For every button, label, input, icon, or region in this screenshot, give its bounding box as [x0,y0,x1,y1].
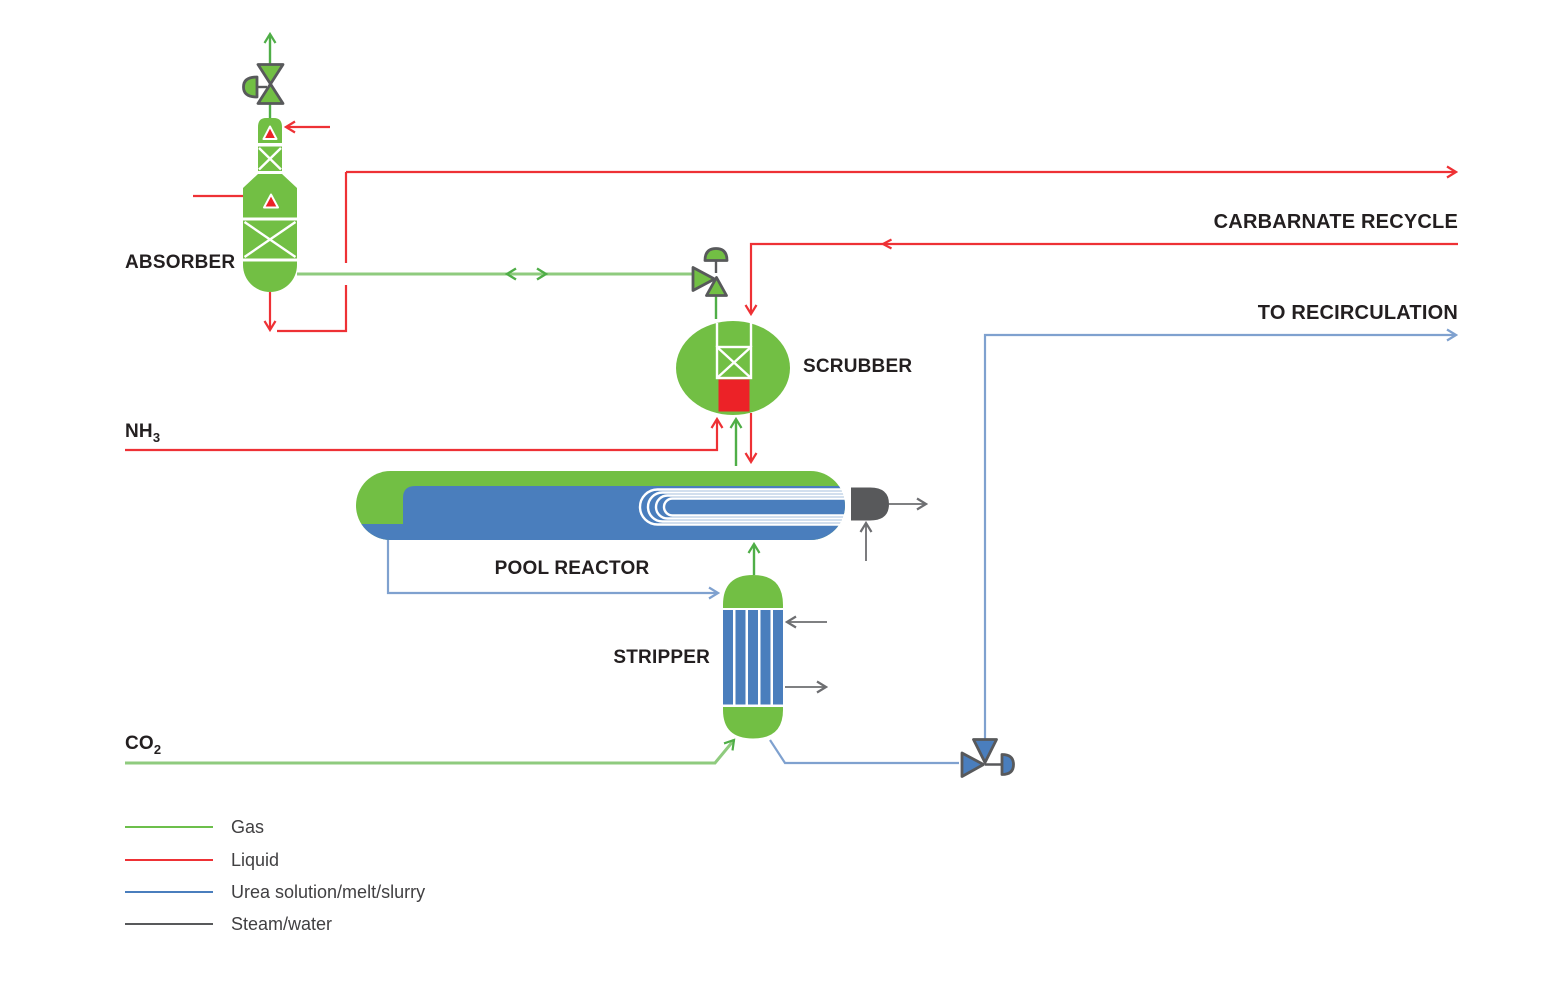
legend-line-liquid [125,859,213,861]
stripper-tubes [723,610,783,705]
absorber-packing-small [258,146,282,171]
pool-reactor-label: POOL REACTOR [494,558,650,579]
stripper-vessel [723,575,783,739]
nh3-text: NH [125,421,153,442]
legend-label-gas: Gas [231,816,265,837]
to-recirculation-line [983,335,1456,739]
carbarnate-recycle-label: CARBARNATE RECYCLE [1213,211,1458,233]
nh3-subscript: 3 [152,429,161,445]
absorber-vessel [243,118,297,292]
stripper-bottom-dome [723,707,783,739]
absorber-neck-spray-triangle [262,125,278,140]
scrubber-valve-icon [691,247,729,297]
pool-reactor-vessel [356,471,889,540]
scrubber-shell [676,321,790,415]
pool-reactor-liquid [356,486,845,540]
legend-item-steam: Steam/water [125,913,332,935]
valve-top-triangle [972,738,998,764]
nh3-label: NH3 [125,421,160,445]
co2-text: CO [125,733,154,754]
absorber-packing-large [243,220,297,259]
scrubber-packing [715,345,753,380]
valve-actuator-disc [242,75,259,99]
absorber-relief-valve-icon [242,63,285,105]
legend-item-urea: Urea solution/melt/slurry [125,881,425,903]
stripper-label: STRIPPER [613,647,710,668]
pool-reactor-tube-bundle [638,488,852,526]
valve-bottom-triangle [256,82,285,105]
valve-top-triangle [256,63,285,86]
legend-line-gas [125,826,213,828]
valve-left-triangle [691,266,716,292]
legend-item-liquid: Liquid [125,849,279,871]
stripper-to-valve-line [769,739,959,765]
gas-double-arrow-right [536,267,549,281]
nh3-feed-line [125,419,717,452]
liquid-lines [125,127,1458,462]
scrubber-vessel [676,321,790,415]
carbarnate-recycle-line [751,242,1458,314]
absorber-bottom [243,261,297,292]
absorber-riser-lower [277,285,348,333]
to-recirculation-label: TO RECIRCULATION [1257,302,1458,324]
valve-actuator-dome [703,247,729,262]
gas-lines [125,34,754,765]
legend-line-steam [125,923,213,925]
legend-line-urea [125,891,213,893]
stripper-top-dome [723,575,783,608]
valve-bottom-triangle [705,276,728,297]
scrubber-liquid-sump [718,379,750,412]
carbarnate-recycle-chevron [880,238,893,250]
co2-label: CO2 [125,733,161,757]
scrubber-label: SCRUBBER [803,356,913,377]
absorber-label: ABSORBER [125,252,236,273]
legend-label-urea: Urea solution/melt/slurry [231,881,426,902]
legend-label-liquid: Liquid [231,849,280,870]
reactor-to-stripper-line [386,540,718,593]
steam-lines [785,504,926,687]
legend-item-gas: Gas [125,816,264,838]
pool-reactor-channel-head [851,487,889,521]
co2-feed-line [125,740,734,765]
urea-lines [386,335,1456,765]
letdown-valve-icon [960,738,1015,778]
absorber-body-spray-triangle [263,193,279,209]
valve-actuator-disc [1000,753,1015,776]
gas-double-arrow-left [504,267,517,281]
co2-subscript: 2 [153,741,162,757]
legend-label-steam: Steam/water [231,913,333,934]
scrubber-column-walls [715,323,753,347]
valve-left-triangle [960,751,985,778]
